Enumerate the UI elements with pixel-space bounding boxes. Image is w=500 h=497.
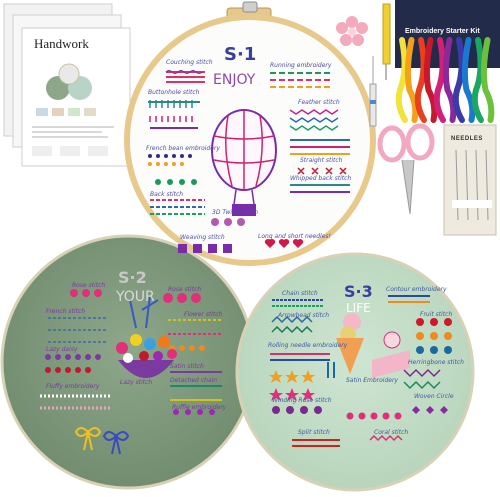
- label-contour: Contour embroidery: [386, 286, 447, 293]
- thread-skein: [480, 37, 495, 123]
- hoop-1-word: ENJOY: [213, 72, 256, 88]
- manual-pages: [3, 3, 131, 167]
- needle-card: [443, 124, 497, 236]
- hoop-1-title: S·1: [224, 44, 257, 65]
- label-fruit: Fruit stitch: [420, 311, 453, 318]
- label-buttonhole: Buttonhole stitch: [148, 89, 200, 96]
- manual-title: Handwork: [34, 36, 89, 51]
- label-h2-5: Lazy daisy: [46, 346, 78, 353]
- label-winding: Winding Rose stitch: [272, 397, 332, 404]
- thread-skeins: [395, 37, 495, 123]
- label-coral: Coral stitch: [374, 429, 409, 436]
- thread-skein: [471, 37, 484, 123]
- label-straight: Straight stitch: [300, 157, 343, 164]
- label-satin: Satin Embroidery: [346, 377, 398, 384]
- label-h2-10: Ruffle embroidery: [172, 404, 227, 411]
- thread-skein: [442, 37, 457, 123]
- label-woven: Woven Circle: [414, 393, 454, 400]
- hoop-3: [235, 252, 475, 492]
- label-herringbone: Herringbone stitch: [408, 359, 464, 366]
- needle-minder: [336, 16, 368, 46]
- thread-skein: [423, 37, 438, 123]
- label-arrowhead: Arrowhead stitch: [278, 312, 330, 319]
- label-twine: 3D Twine stitch: [212, 209, 259, 216]
- hoop-2-stitches: [40, 289, 222, 455]
- thread-skein: [452, 37, 465, 123]
- label-h2-3: French stitch: [46, 308, 86, 315]
- label-h2-9: Lazy stitch: [120, 379, 153, 386]
- label-couching: Couching stitch: [166, 59, 213, 66]
- hoop-3-stitches: [269, 295, 452, 447]
- label-back: Back stitch: [150, 191, 184, 198]
- hoop-2-word: YOUR: [116, 289, 155, 305]
- scissors: [377, 123, 435, 215]
- label-h2-6: Fluffy embroidery: [46, 383, 100, 390]
- hoop-3-word: LIFE: [346, 301, 371, 315]
- label-french: French bean embroidery: [146, 145, 220, 152]
- label-split: Split stitch: [298, 429, 330, 436]
- thread-skein: [461, 37, 476, 123]
- thread-skein: [404, 37, 419, 123]
- thread-skein: [414, 37, 427, 123]
- label-whipped: Whipped back stitch: [290, 175, 352, 182]
- thread-skein: [433, 37, 446, 123]
- label-h2-7: Satin stitch: [170, 363, 204, 370]
- label-h2-1: Rose stitch: [72, 282, 106, 289]
- label-weaving: Weaving stitch: [180, 234, 225, 241]
- label-rolling: Rolling needle embroidery: [268, 342, 348, 349]
- label-feather: Feather stitch: [298, 99, 340, 106]
- label-longshort: Long and short needles!: [258, 233, 331, 240]
- hoop-3-title: S·3: [344, 282, 373, 301]
- label-h2-8: Detached chain: [170, 377, 218, 384]
- kit-title: Embroidery Starter Kit: [405, 28, 480, 35]
- needle-threader: [369, 3, 391, 127]
- label-chain: Chain stitch: [282, 290, 318, 297]
- label-h2-4: Flower stitch: [184, 311, 223, 318]
- hoop-2-title: S·2: [118, 268, 147, 287]
- label-running: Running embroidery: [270, 62, 332, 69]
- hoop-1-stitches: [148, 70, 350, 253]
- needles-label: NEEDLES: [451, 136, 483, 142]
- thread-skein: [395, 37, 408, 123]
- label-h2-2: Rose stitch: [168, 286, 202, 293]
